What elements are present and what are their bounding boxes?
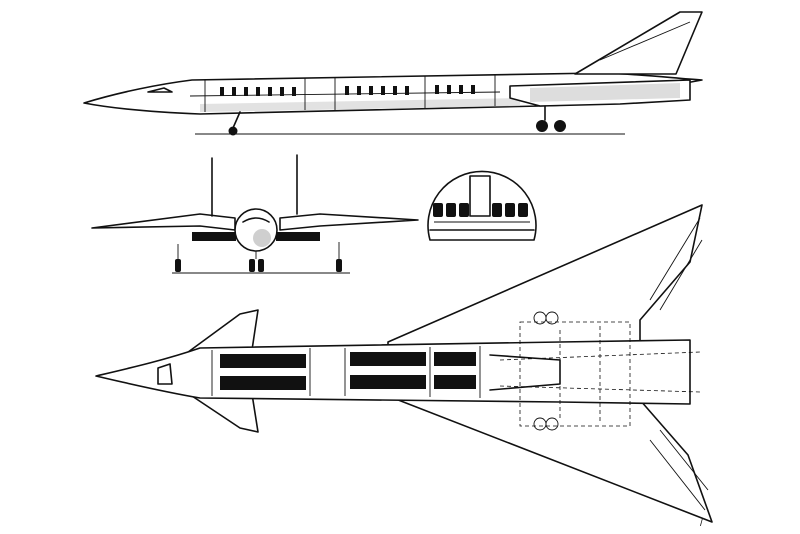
front-right-wing — [279, 213, 419, 231]
plan-intake-duct — [489, 354, 561, 391]
cabin-cross-section — [427, 170, 537, 241]
front-left-wing — [91, 213, 236, 231]
side-passenger-seats — [220, 85, 475, 96]
side-landing-gear — [228, 105, 566, 136]
front-right-nacelle — [276, 232, 320, 241]
corner-mark: / — [700, 518, 703, 529]
front-windscreen — [242, 217, 270, 223]
side-cockpit-window — [147, 87, 173, 93]
cabin-seat-rows — [433, 203, 528, 217]
plan-engine-bay — [519, 321, 631, 427]
plan-view — [95, 204, 713, 523]
plan-cockpit — [157, 363, 173, 385]
plan-right-elevon — [649, 429, 709, 511]
front-left-nacelle — [192, 232, 236, 241]
plan-left-elevon — [649, 217, 703, 311]
front-landing-gear — [175, 242, 342, 272]
front-view — [91, 154, 419, 274]
plan-fuselage — [95, 339, 691, 405]
cabin-aisle-locker — [469, 175, 491, 217]
side-view — [83, 11, 703, 136]
plan-passenger-seats — [220, 352, 476, 390]
side-vertical-fin — [574, 11, 703, 75]
